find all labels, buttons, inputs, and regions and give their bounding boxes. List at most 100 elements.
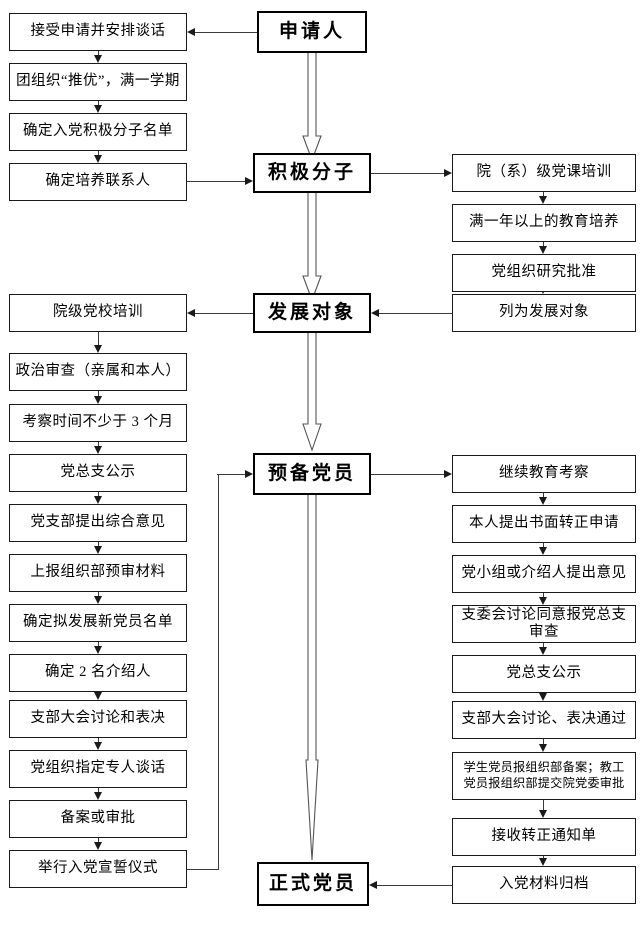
arrowhead-l8-l9 (93, 496, 102, 504)
node-r12[interactable]: 接收转正通知单 (452, 818, 636, 856)
connector-r8-r9 (543, 643, 544, 647)
node-r6[interactable]: 本人提出书面转正申请 (452, 505, 636, 543)
connector-l1-l2 (98, 51, 99, 56)
node-r4[interactable]: 列为发展对象 (452, 294, 636, 332)
arrowhead-applicant-to-l1 (187, 27, 195, 36)
node-l13[interactable]: 支部大会讨论和表决 (9, 700, 187, 738)
node-l9[interactable]: 党支部提出综合意见 (9, 504, 187, 542)
arrowhead-l9-l10 (93, 546, 102, 554)
node-l10[interactable]: 上报组织部预审材料 (9, 554, 187, 592)
arrowhead-r13-to-member (369, 880, 377, 889)
connector-r1-r2 (543, 192, 544, 197)
node-r1[interactable]: 院（系）级党课培训 (452, 154, 636, 192)
arrowhead-l6-l7 (93, 396, 102, 404)
stage-node-applicant[interactable]: 申请人 (257, 11, 367, 53)
stage-node-activist[interactable]: 积极分子 (253, 153, 371, 193)
node-r10[interactable]: 支部大会讨论、表决通过 (452, 701, 636, 739)
arrowhead-r11-r12 (538, 810, 547, 818)
arrowhead-probation-to-r5 (444, 469, 452, 478)
connector-r12-r13 (543, 856, 544, 858)
connector-r10-r11 (543, 739, 544, 744)
arrowhead-l1-l2 (93, 55, 102, 63)
node-r2[interactable]: 满一年以上的教育培养 (452, 204, 636, 242)
stage-node-developing[interactable]: 发展对象 (253, 293, 371, 333)
node-r11[interactable]: 学生党员报组织部备案；教工党员报组织部提交院党委审批 (452, 752, 636, 800)
stage-node-member[interactable]: 正式党员 (257, 862, 369, 906)
arrowhead-activist-to-r1 (444, 168, 452, 177)
node-l12[interactable]: 确定 2 名介绍人 (9, 654, 187, 692)
connector-r5-r6 (543, 493, 544, 497)
arrowhead-r7-r8 (538, 597, 547, 605)
arrowhead-l5-l6 (93, 345, 102, 353)
connector-r2-r3 (543, 242, 544, 247)
connector-developing-to-l5 (195, 313, 253, 314)
arrowhead-r5-r6 (538, 497, 547, 505)
connector-activist-to-r1 (371, 173, 444, 174)
node-l2[interactable]: 团组织“推优”，满一学期 (9, 63, 187, 101)
arrowhead-l13-l14 (93, 742, 102, 750)
node-r5[interactable]: 继续教育考察 (452, 455, 636, 493)
node-l1[interactable]: 接受申请并安排谈话 (9, 13, 187, 51)
connector-applicant-to-l1 (195, 32, 257, 33)
arrowhead-l15-l16 (93, 842, 102, 850)
arrowhead-l3-l4 (93, 155, 102, 163)
arrowhead-l2-l3 (93, 105, 102, 113)
connector-l14-l15 (98, 788, 99, 792)
arrowhead-r6-r7 (538, 547, 547, 555)
block-arrow-activist-to-developing (302, 190, 322, 302)
node-l14[interactable]: 党组织指定专人谈话 (9, 750, 187, 788)
connector-l7-l8 (98, 442, 99, 446)
node-l3[interactable]: 确定入党积极分子名单 (9, 113, 187, 151)
node-r8[interactable]: 支委会讨论同意报党总支审查 (452, 605, 636, 643)
arrowhead-developing-to-l5 (187, 308, 195, 317)
node-r9[interactable]: 党总支公示 (452, 655, 636, 693)
connector-l13-l14 (98, 738, 99, 742)
arrowhead-r2-r3 (538, 246, 547, 254)
connector-r4-to-developing (379, 313, 452, 314)
arrowhead-l4-to-activist (245, 176, 253, 185)
arrowhead-r1-r2 (538, 196, 547, 204)
node-l8[interactable]: 党总支公示 (9, 454, 187, 492)
block-arrow-applicant-to-activist (302, 50, 322, 162)
node-l11[interactable]: 确定拟发展新党员名单 (9, 604, 187, 642)
connector-l3-l4 (98, 151, 99, 156)
connector-l16-elbow-vertical (217, 474, 219, 870)
node-l15[interactable]: 备案或审批 (9, 800, 187, 838)
connector-l2-l3 (98, 101, 99, 106)
node-r13[interactable]: 入党材料归档 (452, 866, 636, 904)
connector-l6-l7 (98, 391, 99, 396)
connector-r13-to-member (377, 885, 452, 886)
block-arrow-probation-to-member (302, 492, 322, 862)
block-arrow-developing-to-probation (302, 332, 322, 452)
connector-l4-to-activist (187, 181, 245, 182)
arrowhead-r9-r10 (538, 693, 547, 701)
arrowhead-l11-l12 (93, 646, 102, 654)
arrowhead-l10-l11 (93, 596, 102, 604)
connector-l5-l6 (98, 332, 99, 345)
connector-l16-elbow-bottom (187, 869, 218, 870)
connector-l16-elbow-top (217, 474, 245, 475)
connector-l11-l12 (98, 642, 99, 646)
connector-l10-l11 (98, 592, 99, 596)
connector-l8-l9 (98, 492, 99, 496)
connector-probation-to-r5 (371, 474, 444, 475)
arrowhead-l7-l8 (93, 446, 102, 454)
connector-r11-r12 (543, 800, 544, 810)
node-r7[interactable]: 党小组或介绍人提出意见 (452, 555, 636, 593)
node-l4[interactable]: 确定培养联系人 (9, 163, 187, 201)
connector-l15-l16 (98, 838, 99, 842)
node-r3[interactable]: 党组织研究批准 (452, 254, 636, 292)
node-l16[interactable]: 举行入党宣誓仪式 (9, 850, 187, 888)
node-l5[interactable]: 院级党校培训 (9, 294, 187, 332)
connector-r7-r8 (543, 593, 544, 597)
arrowhead-l16-to-probation (245, 469, 253, 478)
node-l7[interactable]: 考察时间不少于 3 个月 (9, 404, 187, 442)
arrowhead-r8-r9 (538, 647, 547, 655)
node-l6[interactable]: 政治审查（亲属和本人） (9, 353, 187, 391)
stage-node-probation[interactable]: 预备党员 (253, 453, 371, 495)
arrowhead-l14-l15 (93, 792, 102, 800)
arrowhead-r4-to-developing (371, 308, 379, 317)
arrowhead-r10-r11 (538, 744, 547, 752)
arrowhead-l12-l13 (93, 692, 102, 700)
